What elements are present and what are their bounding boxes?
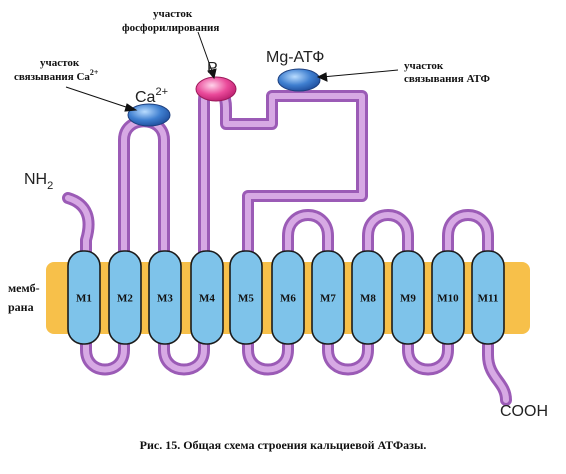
segment-capsule: [271, 250, 305, 345]
phos-site-annotation-line1: участок: [153, 8, 193, 20]
segment-m5: M5: [229, 250, 263, 345]
segment-m6: M6: [271, 250, 305, 345]
segment-label: M6: [280, 293, 296, 305]
membrane-label-line2: рана: [8, 300, 34, 314]
segment-label: M4: [199, 293, 215, 305]
segment-capsule: [351, 250, 385, 345]
segment-label: M3: [157, 293, 173, 305]
ca-binding-site: [127, 103, 171, 127]
segment-label: M1: [76, 293, 92, 305]
segment-m3: M3: [148, 250, 182, 345]
segment-m10: M10: [431, 250, 465, 345]
segment-capsule: [471, 250, 505, 345]
ca-site-annotation-line2: связывания Ca2+: [14, 68, 99, 83]
segment-capsule: [190, 250, 224, 345]
membrane-label-line1: мемб-: [8, 281, 40, 295]
mg-atp-label: Mg-АТФ: [266, 49, 324, 66]
phos-site-annotation-line2: фосфорилирования: [122, 22, 219, 34]
ca-ion-label: Ca2+: [135, 86, 168, 106]
segment-capsule: [67, 250, 101, 345]
segment-capsule: [108, 250, 142, 345]
segment-m4: M4: [190, 250, 224, 345]
segment-capsule: [229, 250, 263, 345]
phosphate-label: P: [207, 60, 218, 77]
atp-site-annotation-line1: участок: [404, 60, 444, 72]
segment-capsule: [391, 250, 425, 345]
figure-caption: Рис. 15. Общая схема строения кальциевой…: [140, 438, 427, 452]
transmembrane-segments: M1 M2 M3 M4 M5 M6 M7 M8 M9 M10 M11: [67, 250, 505, 345]
atp-site-annotation-line2: связывания АТФ: [404, 73, 491, 85]
segment-label: M9: [400, 293, 416, 305]
segment-label: M2: [117, 293, 133, 305]
segment-capsule: [311, 250, 345, 345]
n-terminus-label: NH2: [24, 171, 53, 192]
segment-label: M10: [437, 293, 459, 305]
segment-label: M5: [238, 293, 254, 305]
c-terminus-label: COOH: [500, 403, 548, 420]
segment-m11: M11: [471, 250, 505, 345]
annotation-arrows: [65, 31, 399, 112]
atp-binding-site: [277, 68, 321, 92]
segment-label: M8: [360, 293, 376, 305]
ca-site-annotation-line1: участок: [40, 57, 80, 69]
polypeptide-chain: [62, 81, 512, 406]
phosphorylation-site: [195, 76, 237, 102]
segment-m8: M8: [351, 250, 385, 345]
segment-m1: M1: [67, 250, 101, 345]
segment-label: M11: [478, 293, 499, 305]
segment-m7: M7: [311, 250, 345, 345]
segment-capsule: [148, 250, 182, 345]
segment-m2: M2: [108, 250, 142, 345]
segment-label: M7: [320, 293, 336, 305]
segment-capsule: [431, 250, 465, 345]
segment-m9: M9: [391, 250, 425, 345]
